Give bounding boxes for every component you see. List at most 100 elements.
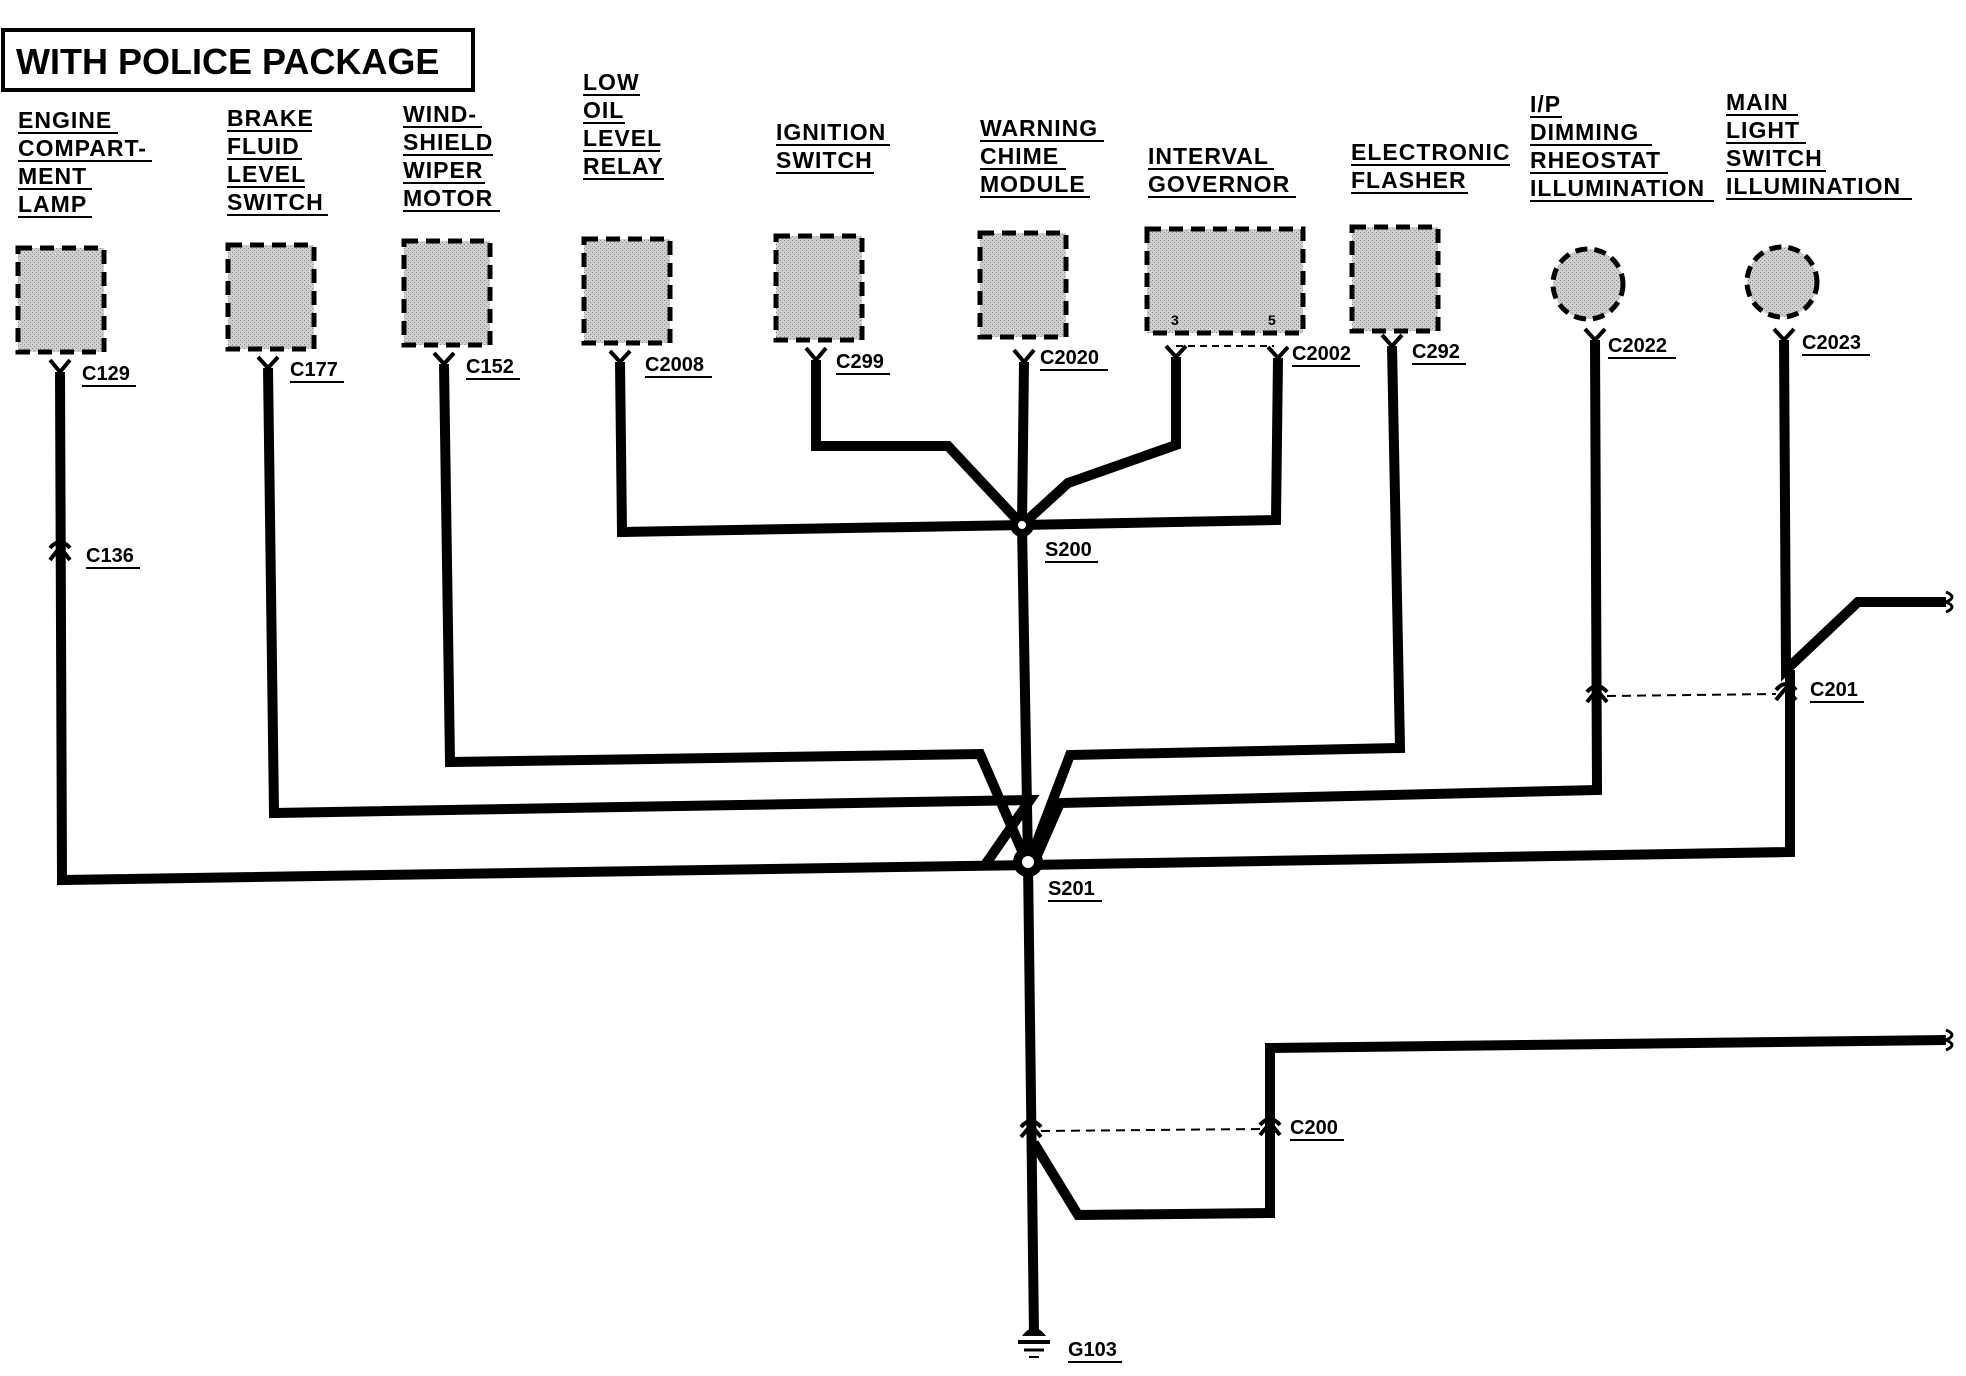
electronic-flasher <box>1349 224 1441 334</box>
label-line: SWITCH <box>776 147 873 173</box>
label-line: MAIN <box>1726 89 1789 115</box>
component-labels: ENGINE COMPART- MENT LAMP BRAKE FLUID LE… <box>18 69 1901 217</box>
label-underlines <box>18 94 1912 218</box>
connector-c136-symbol-top <box>48 543 72 562</box>
connector-label-c201: C201 <box>1810 679 1858 701</box>
ground-symbol-icon <box>1018 1328 1050 1358</box>
connector-c177-symbol <box>256 355 280 371</box>
wire-end-markers <box>1942 590 1954 1052</box>
connector-c292-symbol <box>1380 333 1404 349</box>
splice-label-s200: S200 <box>1045 539 1092 561</box>
label-line: DIMMING <box>1530 119 1639 145</box>
low-oil-level-relay <box>581 236 673 346</box>
connector-label-c2022: C2022 <box>1608 335 1667 357</box>
label-line: BRAKE <box>227 105 314 131</box>
connector-c2023-symbol <box>1772 327 1796 343</box>
wire-c200-loop <box>1029 1035 1947 1221</box>
label-line: ENGINE <box>18 107 112 133</box>
ip-dimming-rheostat-illumination <box>1550 246 1626 322</box>
inline-connectors <box>48 540 1798 1139</box>
label-line: MOTOR <box>403 185 493 211</box>
connector-label-c200: C200 <box>1290 1117 1338 1139</box>
windshield-wiper-motor <box>401 238 493 348</box>
splice-s200-center <box>1018 521 1026 529</box>
splice-s201-center <box>1022 856 1034 868</box>
connector-c2008-symbol <box>608 349 632 365</box>
connector-label-c299: C299 <box>836 351 884 373</box>
connector-label-c136: C136 <box>86 545 134 567</box>
label-main-light-switch-illumination: MAIN LIGHT SWITCH ILLUMINATION <box>1726 89 1901 199</box>
label-line: LEVEL <box>583 125 662 151</box>
connector-labels: C129 C177 C152 C2008 C299 C2020 C2002 C2… <box>82 332 1861 1361</box>
label-line: IGNITION <box>776 119 886 145</box>
connector-label-c177: C177 <box>290 359 338 381</box>
connector-c2022-symbol <box>1583 327 1607 343</box>
label-warning-chime-module: WARNING CHIME MODULE <box>980 115 1097 197</box>
label-line: MODULE <box>980 171 1086 197</box>
connector-label-c2020: C2020 <box>1040 347 1099 369</box>
label-line: RELAY <box>583 153 664 179</box>
wire-end-c200 <box>1942 1028 1954 1052</box>
ground-label-g103: G103 <box>1068 1339 1117 1361</box>
connector-c201-left-symbol <box>1585 686 1609 704</box>
title-box: WITH POLICE PACKAGE <box>1 28 475 92</box>
pin-label-5: 5 <box>1268 312 1276 328</box>
pin-label-3: 3 <box>1171 312 1179 328</box>
connector-c200-left-symbol <box>1019 1121 1043 1139</box>
connector-label-c2008: C2008 <box>645 354 704 376</box>
engine-compartment-lamp <box>15 245 107 355</box>
label-line: LOW <box>583 69 640 95</box>
ignition-switch <box>773 233 865 343</box>
connector-label-c129: C129 <box>82 363 130 385</box>
label-line: GOVERNOR <box>1148 171 1290 197</box>
wire-flasher <box>1025 345 1406 862</box>
connector-c2002-pin3-symbol <box>1164 344 1188 360</box>
connector-c2020-symbol <box>1012 348 1036 366</box>
page-title: WITH POLICE PACKAGE <box>16 41 439 82</box>
label-interval-governor: INTERVAL GOVERNOR <box>1148 143 1290 197</box>
label-line: COMPART- <box>18 135 147 161</box>
connector-c136-symbol-bottom <box>48 540 72 550</box>
component-connectors <box>48 327 1796 376</box>
c201-dashed-link <box>1606 693 1777 697</box>
connector-label-c2002: C2002 <box>1292 343 1351 365</box>
connector-label-c2023: C2023 <box>1802 332 1861 354</box>
wire-chime-module <box>1017 361 1029 526</box>
wire-brake-switch <box>263 367 1040 868</box>
connector-c201-left-arc <box>1585 684 1609 694</box>
connector-c200-right-symbol <box>1258 1119 1282 1137</box>
label-line: I/P <box>1530 91 1561 117</box>
label-line: ILLUMINATION <box>1726 173 1901 199</box>
label-line: ELECTRONIC <box>1351 139 1511 165</box>
label-line: CHIME <box>980 143 1059 169</box>
label-ignition-switch: IGNITION SWITCH <box>776 119 886 173</box>
splice-label-s201: S201 <box>1048 878 1095 900</box>
c200-dashed-link <box>1040 1128 1261 1132</box>
label-line: INTERVAL <box>1148 143 1269 169</box>
connector-c129-symbol <box>48 358 72 376</box>
wire-ip-dimming <box>1030 339 1603 863</box>
label-engine-compartment-lamp: ENGINE COMPART- MENT LAMP <box>18 107 147 217</box>
label-line: FLASHER <box>1351 167 1467 193</box>
label-line: SWITCH <box>227 189 324 215</box>
warning-chime-module <box>977 230 1069 340</box>
wire-main-light-switch <box>1779 339 1946 682</box>
wire-s200-to-s201 <box>1017 524 1033 863</box>
label-line: SWITCH <box>1726 145 1823 171</box>
interval-governor <box>1144 226 1306 336</box>
label-line: ILLUMINATION <box>1530 175 1705 201</box>
connector-c299-symbol <box>804 346 828 364</box>
wire-ignition-and-governor-3 <box>811 357 1181 533</box>
connector-c200-left-arc <box>1019 1119 1043 1129</box>
label-line: MENT <box>18 163 87 189</box>
label-line: WIND- <box>403 101 477 127</box>
label-line: LEVEL <box>227 161 306 187</box>
label-line: SHIELD <box>403 129 493 155</box>
label-windshield-wiper-motor: WIND- SHIELD WIPER MOTOR <box>403 101 493 211</box>
label-line: RHEOSTAT <box>1530 147 1661 173</box>
label-line: OIL <box>583 97 624 123</box>
connector-c201-right-arc <box>1774 682 1798 692</box>
connector-links <box>1040 693 1777 1132</box>
wire-wiper-motor <box>439 363 1031 862</box>
